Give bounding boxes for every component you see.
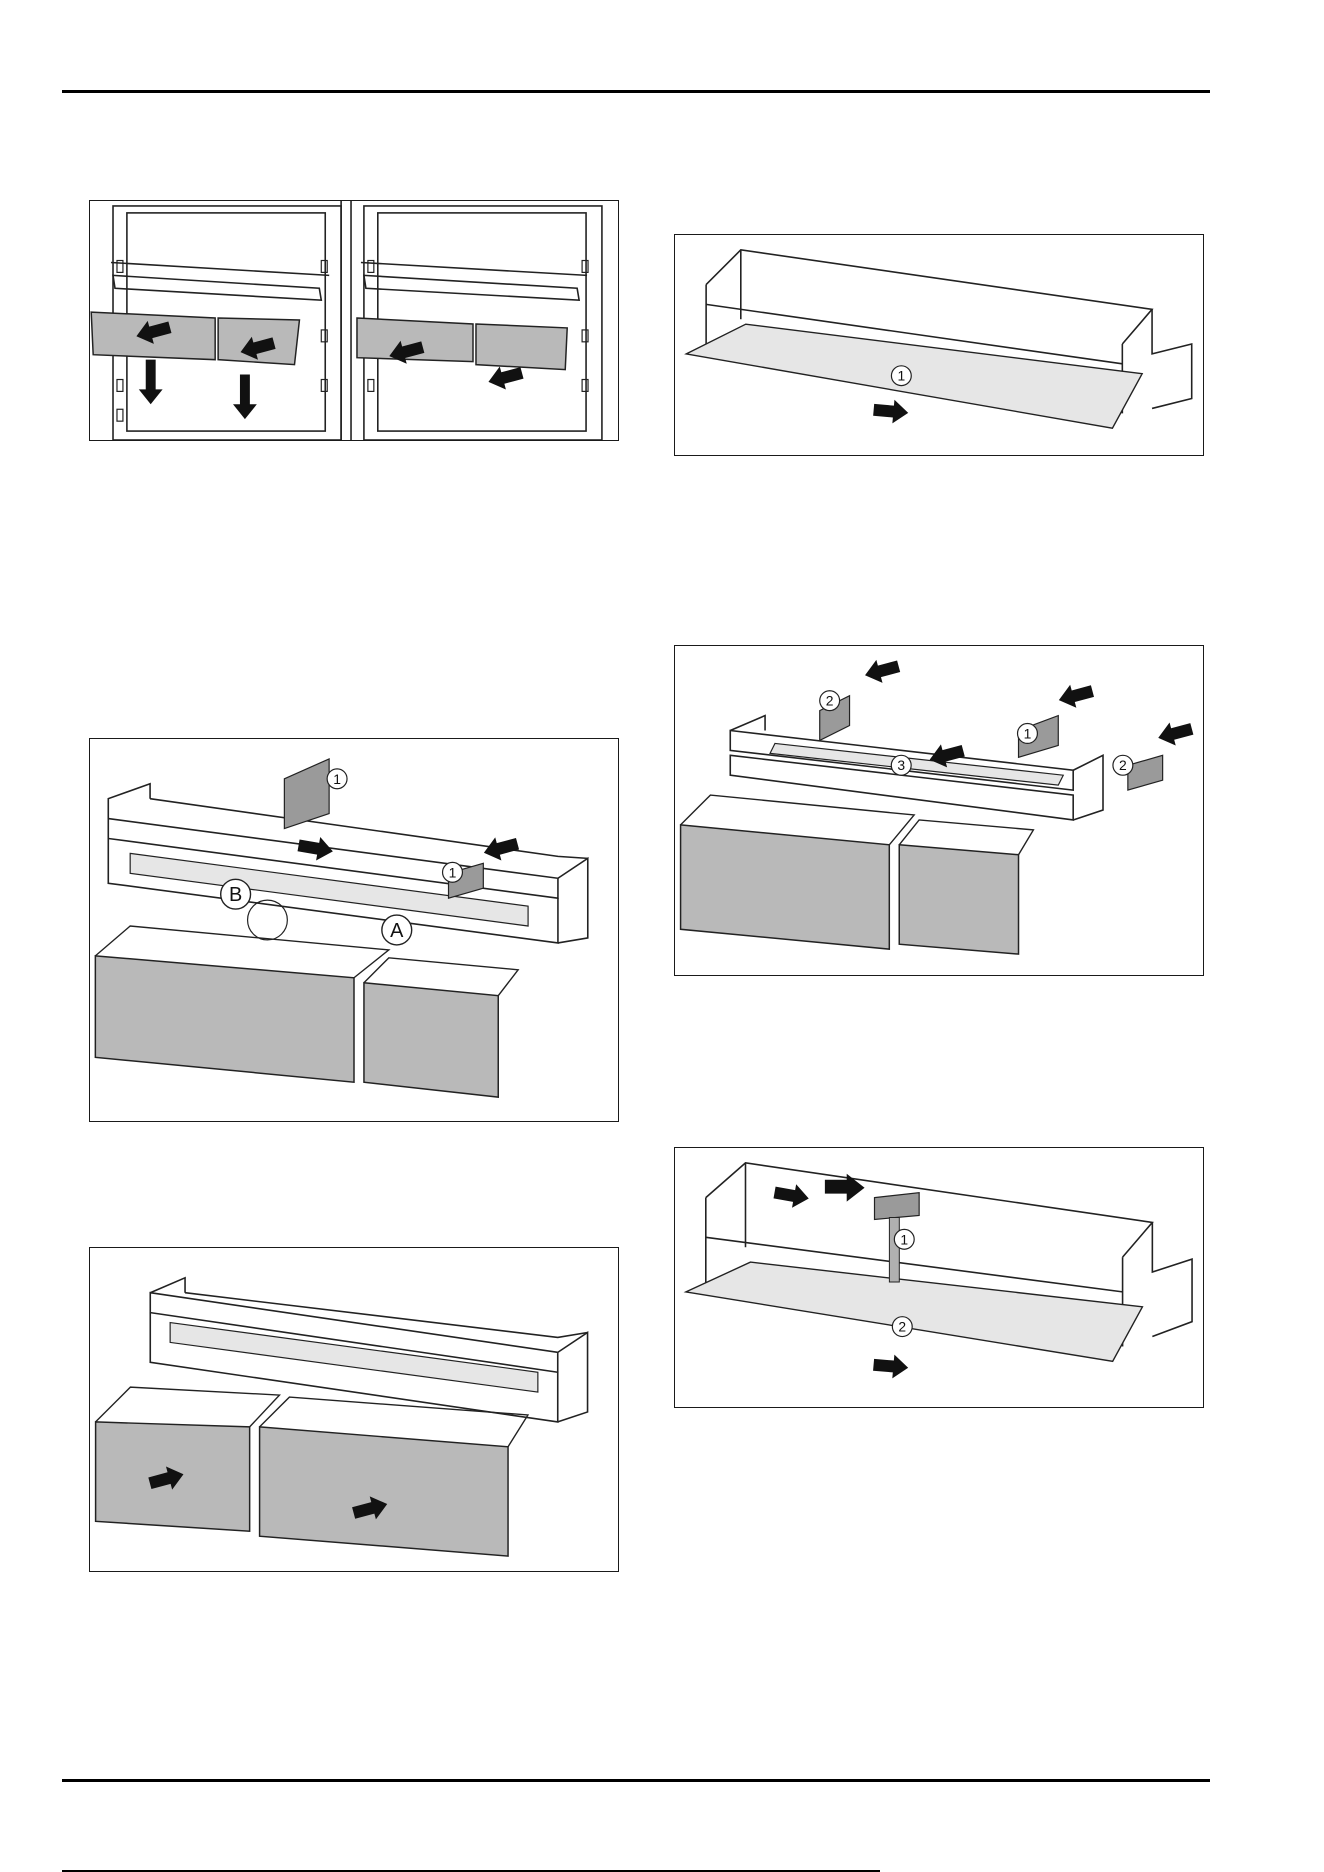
figure-drawer-insert (89, 1247, 619, 1572)
callout-1-label: 1 (900, 1231, 908, 1247)
figure-glass-shelf: 1 (674, 234, 1204, 456)
figure-drawer-removal (89, 200, 619, 441)
callout-a-label: A (390, 920, 404, 942)
callout-b-label: B (229, 884, 242, 906)
callout-1-lower-label: 1 (449, 864, 457, 880)
callout-1-upper-label: 1 (333, 771, 341, 787)
callout-2-label: 2 (898, 1319, 906, 1335)
figure-shelf-parts: 2 1 3 2 (674, 645, 1204, 976)
shelf-divider-illustration: 1 2 (675, 1148, 1203, 1407)
callout-3-label: 3 (897, 757, 905, 773)
callout-1-label: 1 (897, 368, 905, 384)
callout-2-left-label: 2 (826, 693, 834, 709)
shelf-exploded-illustration: 1 1 B A (90, 739, 618, 1121)
figure-shelf-divider: 1 2 (674, 1147, 1204, 1408)
figure-shelf-exploded: 1 1 B A (89, 738, 619, 1122)
callout-2-right-label: 2 (1119, 757, 1127, 773)
drawer-insert-illustration (90, 1248, 618, 1571)
header-rule (62, 90, 1210, 93)
callout-1-label: 1 (1024, 725, 1032, 741)
glass-shelf-illustration: 1 (675, 235, 1203, 455)
footer-rule (62, 1779, 1210, 1782)
shelf-parts-illustration: 2 1 3 2 (675, 646, 1203, 975)
drawer-removal-illustration (90, 201, 618, 440)
